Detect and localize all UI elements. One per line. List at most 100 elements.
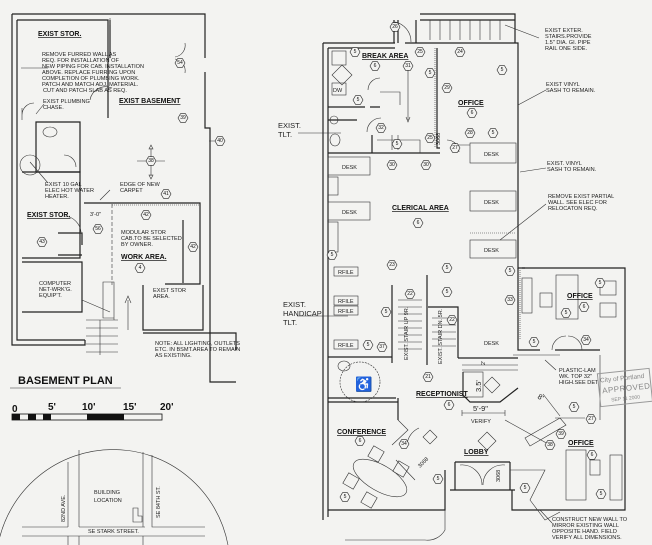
keynote-tag: 5 <box>568 402 580 412</box>
hexagon-tag-icon <box>349 47 361 57</box>
keynote-number: 23 <box>389 262 395 268</box>
hexagon-tag-icon <box>380 307 392 317</box>
label-exist-tlt: EXIST. <box>278 121 301 130</box>
room-lobby: LOBBY <box>464 449 489 456</box>
basement-labels: EXIST STOR. EXIST BASEMENT EXIST STOR. W… <box>27 31 240 359</box>
room-office-right: OFFICE <box>567 293 593 300</box>
keynote-tag: 5 <box>362 340 374 350</box>
note-line: PATCH AND MATCH ADJ. MATERIAL. <box>42 82 139 88</box>
keynote-tag: 25 <box>424 133 436 143</box>
hexagon-tag-icon <box>177 113 189 123</box>
note-plastic-lam: PLASTIC-LAM <box>559 368 596 374</box>
keynote-number: 32 <box>378 125 384 131</box>
keynote-tag: 28 <box>464 128 476 138</box>
hexagon-tag-icon <box>362 340 374 350</box>
door-size-label: 3068 <box>496 470 502 482</box>
hexagon-tag-icon <box>422 372 434 382</box>
hexagon-tag-icon <box>326 250 338 260</box>
note-line: 1.5" DIA. GI. PIPE <box>545 40 591 46</box>
note-plastic-lam: HIGH.SEE DET <box>559 380 599 386</box>
scale-label: 10' <box>82 402 96 413</box>
desk-label: DESK <box>484 152 499 158</box>
hexagon-tag-icon <box>519 483 531 493</box>
rfile-label: RFILE <box>338 309 354 315</box>
hexagon-tag-icon <box>36 237 48 247</box>
room-exist-stor-top: EXIST STOR. <box>38 31 81 38</box>
hexagon-tag-icon <box>134 263 146 273</box>
keynote-tag: 40 <box>214 136 226 146</box>
keynote-number: 6 <box>417 220 420 226</box>
hexagon-tag-icon <box>441 263 453 273</box>
desk-label: DESK <box>342 210 357 216</box>
keynote-tag: 22 <box>404 289 416 299</box>
keynote-number: 27 <box>452 145 458 151</box>
keynote-number: 6 <box>471 110 474 116</box>
hexagon-tag-icon <box>586 450 598 460</box>
keynote-tag: 54 <box>174 58 186 68</box>
map-street-84th: SE 84TH ST. <box>156 486 162 518</box>
room-exist-stor-left: EXIST STOR. <box>27 212 70 219</box>
keynote-number: 42 <box>143 212 149 218</box>
hexagon-tag-icon <box>464 128 476 138</box>
keynote-number: 5 <box>437 476 440 482</box>
hexagon-tag-icon <box>585 414 597 424</box>
note-line: STAIRS.PROVIDE <box>545 34 592 40</box>
keynote-tag: 26 <box>389 22 401 32</box>
note-vinyl-sash: EXIST VINYL <box>546 82 580 88</box>
keynote-tag: 5 <box>595 489 607 499</box>
hexagon-tag-icon <box>466 108 478 118</box>
keynote-tag: 27 <box>449 143 461 153</box>
keynote-number: 26 <box>392 24 398 30</box>
note-lighting: ETC. IN BSMT.AREA TO REMAIN <box>155 347 240 353</box>
keynote-number: 29 <box>444 85 450 91</box>
note-plumbing-chase: CHASE. <box>43 105 64 111</box>
keynote-number: 39 <box>558 431 564 437</box>
label-exist-tlt: TLT. <box>278 130 292 139</box>
keynote-tag: 23 <box>386 260 398 270</box>
keynote-tag: 5 <box>391 139 403 149</box>
desk-label: DESK <box>484 341 499 347</box>
location-map: BUILDING LOCATION SE STARK STREET. 82ND … <box>0 449 229 545</box>
keynote-tag: 31 <box>402 61 414 71</box>
hexagon-tag-icon <box>443 400 455 410</box>
keynote-tag: 43 <box>36 237 48 247</box>
dimension-2: 2' <box>481 361 487 365</box>
hexagon-tag-icon <box>376 342 388 352</box>
keynote-tag: 5 <box>487 128 499 138</box>
approval-stamp: City of Portland APPROVED SEP 11 2000 <box>596 367 652 408</box>
keynote-tag: 6 <box>578 302 590 312</box>
note-plumbing-chase: EXIST PLUMBING <box>43 99 90 105</box>
rfile-label: RFILE <box>338 343 354 349</box>
rfile-label: RFILE <box>338 270 354 276</box>
note-water-heater: HEATER. <box>45 194 69 200</box>
keynote-number: 25 <box>417 49 423 55</box>
desk-label: DESK <box>342 165 357 171</box>
keynote-tag: 5 <box>380 307 392 317</box>
keynote-number: 30 <box>423 162 429 168</box>
label-exist-handicap-tlt: EXIST. <box>283 300 306 309</box>
hexagon-tag-icon <box>402 61 414 71</box>
keynote-tag: 5 <box>594 278 606 288</box>
note-water-heater: ELEC HOT WATER <box>45 188 94 194</box>
keynote-number: 6 <box>359 438 362 444</box>
dimension-5-9: 5'-9" <box>473 404 488 413</box>
hexagon-tag-icon <box>339 492 351 502</box>
keynote-tag: 42 <box>187 242 199 252</box>
note-stor-area: AREA. <box>153 294 170 300</box>
keynote-number: 54 <box>177 60 183 66</box>
keynote-number: 5 <box>533 339 536 345</box>
hexagon-tag-icon <box>398 439 410 449</box>
note-plastic-lam: WK. TOP 32" <box>559 374 592 380</box>
note-line: CUT AND PATCH SLAB AS REQ. <box>43 88 127 94</box>
keynote-number: 43 <box>39 239 45 245</box>
keynote-tag: 41 <box>160 189 172 199</box>
rfile-label: RFILE <box>338 299 354 305</box>
keynote-tag: 5 <box>339 492 351 502</box>
keynote-number: 22 <box>407 291 413 297</box>
keynote-number: 5 <box>599 280 602 286</box>
keynote-number: 24 <box>457 49 463 55</box>
note-line: NEW PIPING FOR CAB. INSTALLATION <box>42 64 144 70</box>
door-size-label: 3068 <box>436 133 442 145</box>
